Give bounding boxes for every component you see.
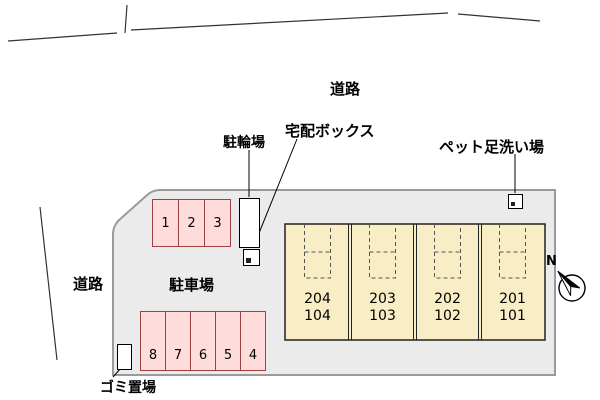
parking-row-1-3: 1 2 3 — [152, 199, 231, 247]
bicycle-parking-label: 駐輪場 — [223, 135, 265, 151]
road-label-left: 道路 — [73, 275, 104, 293]
parking-space-2: 2 — [179, 199, 205, 247]
parking-space-3: 3 — [205, 199, 231, 247]
pet-wash-mark — [511, 202, 515, 206]
parking-space-4: 4 — [241, 311, 266, 371]
bicycle-parking-area — [239, 198, 260, 248]
unit-label-204-104: 204 104 — [299, 291, 336, 325]
unit-lower-number: 104 — [304, 308, 331, 324]
parking-space-5: 5 — [216, 311, 241, 371]
parking-space-6: 6 — [191, 311, 216, 371]
north-arrow-icon — [557, 270, 586, 302]
parking-space-8: 8 — [140, 311, 166, 371]
delivery-box-label: 宅配ボックス — [285, 122, 375, 140]
unit-upper-number: 201 — [499, 291, 526, 307]
unit-upper-number: 203 — [369, 291, 396, 307]
unit-divider-walls — [348, 224, 482, 340]
north-label: N — [546, 254, 557, 269]
pet-wash-station — [508, 194, 523, 209]
unit-label-201-101: 201 101 — [494, 291, 531, 325]
unit-lower-number: 101 — [499, 308, 526, 324]
parking-space-7: 7 — [166, 311, 191, 371]
building-outline — [284, 223, 546, 341]
unit-label-203-103: 203 103 — [364, 291, 401, 325]
garbage-area-label: ゴミ置場 — [100, 380, 156, 396]
unit-lower-number: 102 — [434, 308, 461, 324]
unit-upper-number: 202 — [434, 291, 461, 307]
pet-wash-label: ペット足洗い場 — [439, 138, 545, 156]
parking-lot-label: 駐車場 — [169, 276, 215, 294]
unit-label-202-102: 202 102 — [429, 291, 466, 325]
road-label-top: 道路 — [330, 80, 361, 98]
road-boundary-lines — [7, 4, 541, 361]
parking-row-8-4: 8 7 6 5 4 — [140, 311, 266, 371]
delivery-box — [243, 249, 260, 266]
garbage-area-box — [117, 344, 132, 370]
unit-entrance-stairs — [304, 224, 526, 279]
unit-upper-number: 204 — [304, 291, 331, 307]
unit-lower-number: 103 — [369, 308, 396, 324]
delivery-box-mark — [246, 258, 251, 263]
parking-space-1: 1 — [152, 199, 179, 247]
